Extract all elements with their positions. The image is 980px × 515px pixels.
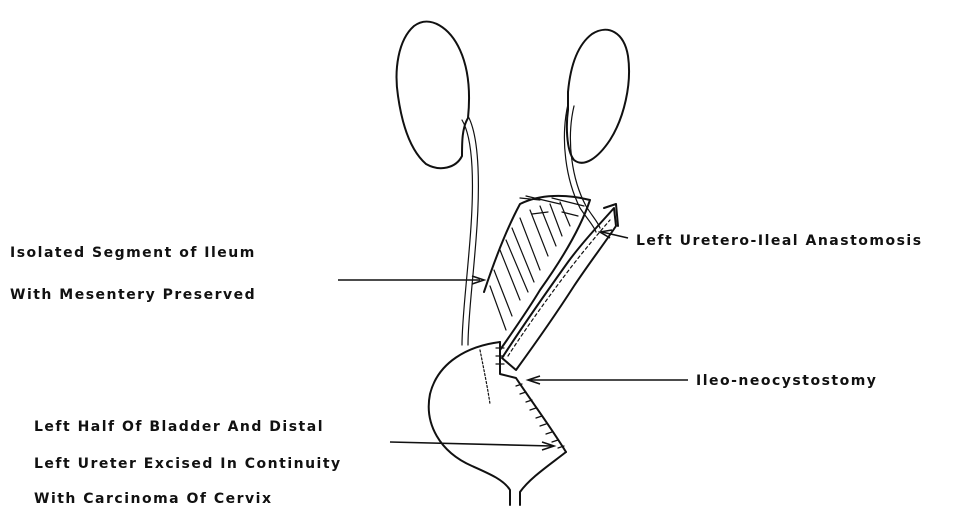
label-bladder-line1: Left Half Of Bladder And Distal <box>34 420 324 434</box>
right-ureter <box>462 120 472 345</box>
label-isolated-segment-line2: With Mesentery Preserved <box>10 288 256 302</box>
bladder <box>429 342 510 505</box>
pointer-bladder <box>390 442 552 446</box>
label-ileo-neocystostomy: Ileo-neocystostomy <box>696 374 877 388</box>
mesentery-hatching <box>490 196 584 330</box>
left-ureter <box>564 104 596 232</box>
label-bladder-line2: Left Ureter Excised In Continuity <box>34 457 342 471</box>
ileal-segment-inner <box>508 220 610 356</box>
label-bladder-line3: With Carcinoma Of Cervix <box>34 492 273 506</box>
label-left-anastomosis: Left Uretero-Ileal Anastomosis <box>636 234 923 248</box>
mesentery <box>484 196 590 350</box>
ureter-in-bladder <box>480 350 490 404</box>
excision-margin <box>500 342 566 452</box>
bladder-neck <box>520 452 566 505</box>
label-isolated-segment-line1: Isolated Segment of Ileum <box>10 246 256 260</box>
right-ureter-wall <box>468 116 478 345</box>
left-ureter-wall <box>570 106 600 228</box>
right-kidney <box>397 22 469 169</box>
left-kidney <box>567 30 629 163</box>
